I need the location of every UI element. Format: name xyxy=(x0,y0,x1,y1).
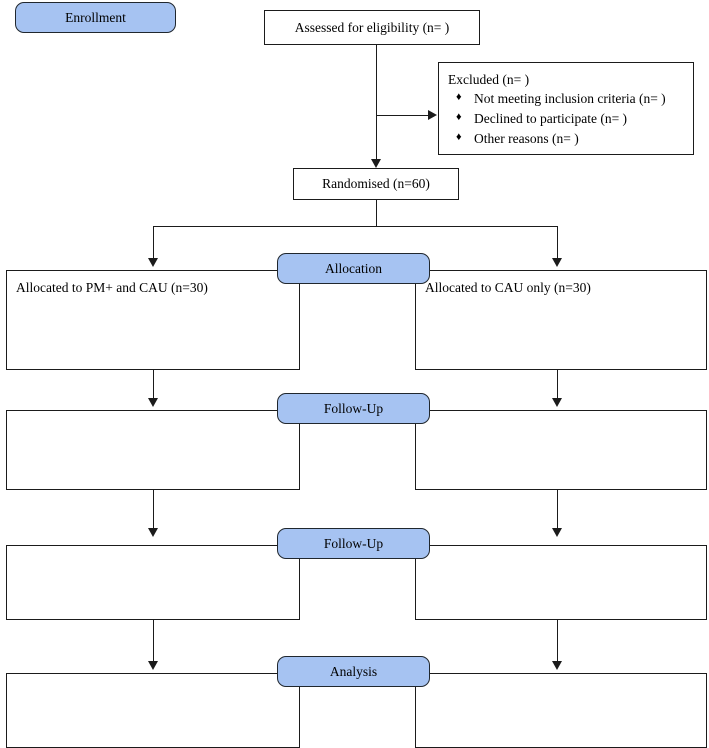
stage-label-allocation-text: Allocation xyxy=(325,260,382,276)
stage-label-followup-2: Follow-Up xyxy=(277,528,430,559)
excluded-reason-item: ♦ Declined to participate (n= ) xyxy=(448,109,693,129)
connector-left-allocation-to-followup1 xyxy=(153,370,154,400)
arrowhead-left-followup2-to-analysis xyxy=(148,661,158,670)
arrowhead-right-allocation-to-followup1 xyxy=(552,398,562,407)
diamond-bullet-icon: ♦ xyxy=(456,130,462,143)
node-right-followup-2 xyxy=(415,545,707,620)
node-right-followup-1 xyxy=(415,410,707,490)
connector-split-to-left-arm xyxy=(153,226,154,260)
left-allocation-text: Allocated to PM+ and CAU (n=30) xyxy=(16,280,208,295)
node-left-analysis xyxy=(6,673,300,748)
connector-left-followup1-to-followup2 xyxy=(153,490,154,530)
stage-label-followup-1-text: Follow-Up xyxy=(323,400,384,416)
excluded-reason-text: Declined to participate (n= ) xyxy=(474,110,628,126)
arrowhead-right-followup2-to-analysis xyxy=(552,661,562,670)
node-left-followup-2 xyxy=(6,545,300,620)
connector-randomised-down xyxy=(376,200,377,226)
connector-right-allocation-to-followup1 xyxy=(557,370,558,400)
arrowhead-right-followup1-to-followup2 xyxy=(552,528,562,537)
connector-to-excluded xyxy=(376,115,428,116)
node-excluded: Excluded (n= ) ♦ Not meeting inclusion c… xyxy=(438,62,694,155)
node-left-allocation: Allocated to PM+ and CAU (n=30) xyxy=(6,270,300,370)
stage-label-analysis: Analysis xyxy=(277,656,430,687)
excluded-reason-item: ♦ Not meeting inclusion criteria (n= ) xyxy=(448,89,693,109)
assessed-text: Assessed for eligibility (n= ) xyxy=(294,19,450,35)
stage-label-enrollment: Enrollment xyxy=(15,2,176,33)
arrowhead-left-allocation-to-followup1 xyxy=(148,398,158,407)
arrowhead-left-followup1-to-followup2 xyxy=(148,528,158,537)
node-right-allocation: Allocated to CAU only (n=30) xyxy=(415,270,707,370)
arrowhead-split-to-right-arm xyxy=(552,258,562,267)
connector-left-followup2-to-analysis xyxy=(153,620,154,663)
node-right-analysis xyxy=(415,673,707,748)
connector-assessed-to-randomised xyxy=(376,45,377,161)
stage-label-allocation: Allocation xyxy=(277,253,430,284)
excluded-reason-item: ♦ Other reasons (n= ) xyxy=(448,129,693,149)
excluded-reason-text: Not meeting inclusion criteria (n= ) xyxy=(474,91,666,107)
node-left-followup-1 xyxy=(6,410,300,490)
excluded-reason-list: ♦ Not meeting inclusion criteria (n= ) ♦… xyxy=(448,89,693,148)
diamond-bullet-icon: ♦ xyxy=(456,110,462,123)
connector-split-to-right-arm xyxy=(557,226,558,260)
excluded-reason-text: Other reasons (n= ) xyxy=(474,130,579,146)
arrowhead-assessed-to-randomised xyxy=(371,159,381,168)
arrowhead-to-excluded xyxy=(428,110,437,120)
excluded-title: Excluded (n= ) xyxy=(448,72,530,87)
stage-label-enrollment-text: Enrollment xyxy=(65,9,126,25)
node-randomised: Randomised (n=60) xyxy=(293,168,459,200)
stage-label-analysis-text: Analysis xyxy=(329,663,378,679)
stage-label-followup-2-text: Follow-Up xyxy=(323,535,384,551)
connector-right-followup2-to-analysis xyxy=(557,620,558,663)
connector-allocation-split-bar xyxy=(153,226,557,227)
node-assessed-for-eligibility: Assessed for eligibility (n= ) xyxy=(264,10,480,45)
stage-label-followup-1: Follow-Up xyxy=(277,393,430,424)
connector-right-followup1-to-followup2 xyxy=(557,490,558,530)
randomised-text: Randomised (n=60) xyxy=(322,176,430,192)
diamond-bullet-icon: ♦ xyxy=(456,91,462,104)
arrowhead-split-to-left-arm xyxy=(148,258,158,267)
right-allocation-text: Allocated to CAU only (n=30) xyxy=(425,280,591,295)
